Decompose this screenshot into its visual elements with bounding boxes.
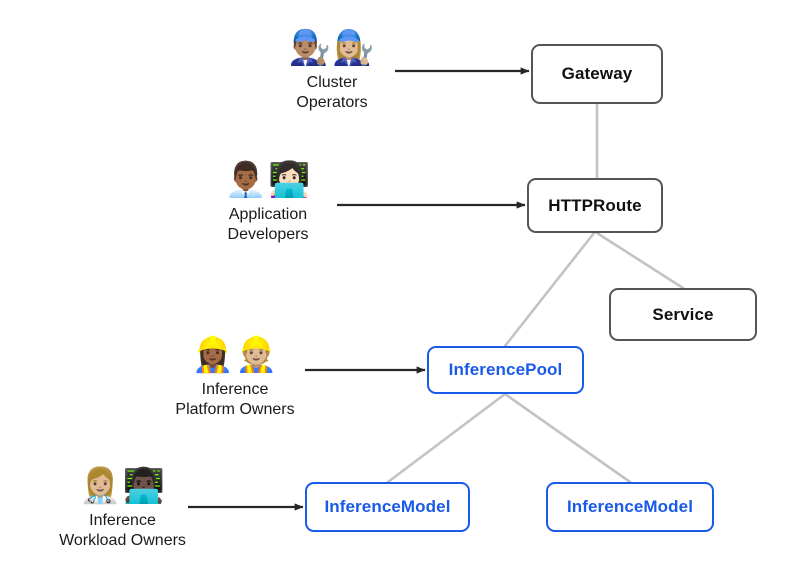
edge-httproute-service <box>595 231 685 290</box>
edge-inferencepool-inferencemodel-left <box>386 392 507 484</box>
persona-arrows <box>188 67 530 511</box>
developer-pair-icon: 👨🏾‍💼👩🏻‍💻 <box>224 160 312 200</box>
construction-worker-pair-icon: 👷🏾‍♀️👷🏼 <box>191 335 279 375</box>
mechanic-pair-icon: 👨🏽‍🔧👩🏼‍🔧 <box>288 28 376 68</box>
persona-cluster-operators: 👨🏽‍🔧👩🏼‍🔧 Cluster Operators <box>262 28 402 113</box>
node-inferencepool[interactable]: InferencePool <box>427 346 584 394</box>
workload-owner-pair-icon: 👩🏼‍⚕️👨🏿‍💻 <box>79 466 166 506</box>
node-httproute[interactable]: HTTPRoute <box>527 178 663 233</box>
persona-inference-platform-owners: 👷🏾‍♀️👷🏼 Inference Platform Owners <box>165 335 305 420</box>
resource-connectors <box>386 102 685 484</box>
node-inferencemodel-left[interactable]: InferenceModel <box>305 482 470 532</box>
persona-label-inference-workload-owners: Inference Workload Owners <box>59 512 186 549</box>
persona-label-cluster-operators: Cluster Operators <box>296 74 368 111</box>
node-inferencemodel-right[interactable]: InferenceModel <box>546 482 714 532</box>
persona-label-application-developers: Application Developers <box>227 206 309 243</box>
node-gateway[interactable]: Gateway <box>531 44 663 104</box>
edge-inferencepool-inferencemodel-right <box>503 392 632 484</box>
persona-application-developers: 👨🏾‍💼👩🏻‍💻 Application Developers <box>198 160 338 245</box>
persona-inference-workload-owners: 👩🏼‍⚕️👨🏿‍💻 Inference Workload Owners <box>50 466 195 551</box>
node-service[interactable]: Service <box>609 288 757 341</box>
persona-label-inference-platform-owners: Inference Platform Owners <box>175 381 295 418</box>
edge-httproute-inferencepool <box>503 231 596 348</box>
